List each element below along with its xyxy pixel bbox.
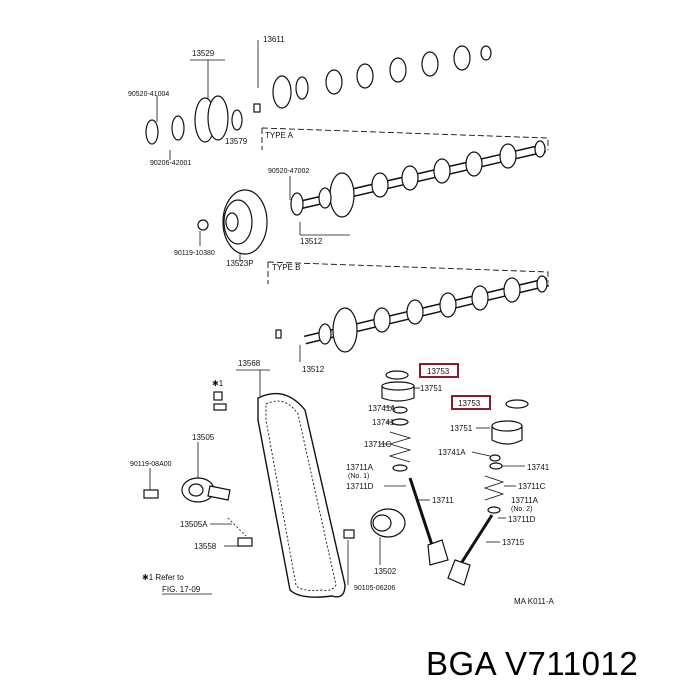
label-ref-code: MA K011-A (514, 597, 555, 606)
idler-pulley-13502 (343, 508, 406, 539)
label-13711d-left: 13711D (346, 482, 374, 491)
label-type-b: TYPE B (272, 263, 300, 272)
label-13711c-right: 13711C (518, 482, 546, 491)
label-13505: 13505 (192, 433, 215, 442)
label-refer-to: ✱1 Refer to (142, 573, 184, 582)
label-13512-upper: 13512 (300, 237, 323, 246)
label-13741a-right: 13741A (438, 448, 466, 457)
label-90119-08a00: 90119-08A00 (130, 461, 172, 468)
camshaft-type-a (298, 140, 547, 218)
label-90520-47002: 90520-47002 (268, 168, 309, 175)
label-13505a: 13505A (180, 520, 208, 529)
label-no2: (No. 2) (511, 506, 532, 513)
label-13502: 13502 (374, 567, 397, 576)
label-13512-lower: 13512 (302, 365, 325, 374)
label-13711: 13711 (432, 496, 454, 505)
label-13711d-right: 13711D (508, 515, 536, 524)
valve-assembly-left (381, 370, 449, 566)
label-13741-left: 13741 (372, 418, 395, 427)
label-90119-10380: 90119-10380 (174, 250, 215, 257)
label-13711c-left: 13711C (364, 440, 392, 449)
label-star1: ✱1 (212, 379, 224, 388)
label-13751-right: 13751 (450, 424, 473, 433)
highlight-box-13753-first (419, 363, 459, 378)
label-13611: 13611 (263, 35, 285, 44)
label-13558: 13558 (194, 542, 217, 551)
label-13741a-left: 13741A (368, 404, 396, 413)
timing-belt-tensioner-13505 (143, 477, 253, 547)
camshaft-upper (261, 45, 492, 109)
label-90520-41004: 90520-41004 (128, 91, 169, 98)
label-13711a-left: 13711A (346, 463, 374, 472)
label-90105-06206: 90105-06206 (354, 585, 395, 592)
label-90206-42001: 90206-42001 (150, 160, 191, 167)
label-13753-first: 13753 (427, 367, 450, 376)
camshaft-gear-13523p (197, 189, 304, 255)
label-13753-second: 13753 (458, 399, 481, 408)
label-type-a: TYPE A (265, 131, 294, 140)
label-13568: 13568 (238, 359, 261, 368)
label-13523p: 13523P (226, 259, 254, 268)
label-13579: 13579 (225, 137, 248, 146)
label-13751-left: 13751 (420, 384, 443, 393)
label-13715: 13715 (502, 538, 525, 547)
valve-assembly-right (447, 399, 529, 586)
label-fig-17-09: FIG. 17-09 (162, 585, 201, 594)
label-no1: (No. 1) (348, 473, 369, 480)
timing-belt-13568 (257, 392, 346, 598)
label-13741-right: 13741 (527, 463, 550, 472)
label-13529: 13529 (192, 49, 215, 58)
highlight-box-13753-second (451, 395, 491, 410)
label-13711a-right: 13711A (511, 496, 539, 505)
sprocket-13529 (145, 95, 261, 145)
brand-part-number: BGA V711012 (426, 645, 639, 682)
camshaft-type-b (275, 275, 550, 353)
